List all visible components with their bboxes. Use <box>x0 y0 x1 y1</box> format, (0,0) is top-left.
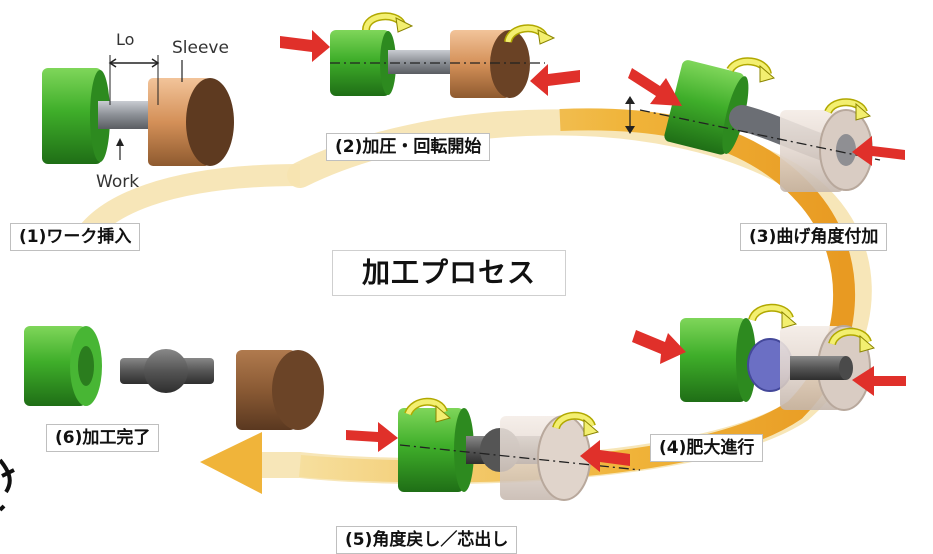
edge-mark <box>0 458 15 512</box>
green-die-left <box>42 68 102 164</box>
work-shaft <box>98 101 152 129</box>
step1-label: (1)ワーク挿入 <box>10 223 141 251</box>
step2-label: (2)加圧・回転開始 <box>326 133 491 161</box>
flow-arrowhead <box>200 432 262 494</box>
step5-label: (5)角度戻し／芯出し <box>336 526 518 554</box>
step2-assembly <box>280 12 580 98</box>
press-arrow-left <box>280 30 330 62</box>
step4-label: (4)肥大進行 <box>650 434 764 462</box>
step3-assembly <box>625 57 905 192</box>
step5-assembly <box>346 397 641 501</box>
step4-assembly <box>632 303 906 411</box>
step3-label: (3)曲げ角度付加 <box>740 223 888 251</box>
process-title: 加工プロセス <box>332 250 566 296</box>
press-arrow-right <box>530 64 580 96</box>
step6-assembly <box>24 326 324 430</box>
sleeve-label: Sleeve <box>172 38 229 58</box>
step1-assembly <box>42 55 234 166</box>
lo-label: Lo <box>116 30 135 49</box>
green-die-done <box>24 326 86 406</box>
step6-label: (6)加工完了 <box>46 424 160 452</box>
work-label: Work <box>96 172 140 192</box>
sleeve-face <box>186 78 234 166</box>
